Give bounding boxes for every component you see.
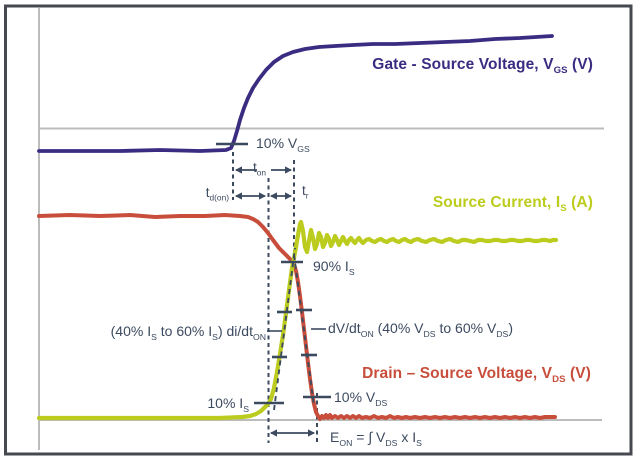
- source-current-label: Source Current, IS (A): [432, 194, 593, 215]
- t-on-label: ton: [253, 160, 267, 178]
- pct90-is-label: 90% IS: [313, 258, 355, 277]
- drain-source-voltage-label: Drain – Source Voltage, VDS (V): [362, 365, 591, 386]
- dvdt-label: dV/dtON (40% VDS to 60% VDS): [328, 320, 513, 339]
- pct10-vgs-label: 10% VGS: [256, 135, 310, 154]
- t-r-label: tr: [302, 183, 309, 201]
- didt-label: (40% IS to 60% IS) di/dtON: [110, 323, 266, 342]
- pct10-vds-label: 10% VDS: [334, 389, 388, 408]
- pct10-is-label: 10% IS: [207, 395, 249, 414]
- eon-label: EON = ∫ VDS x IS: [330, 429, 422, 448]
- t-d-on-label: td(on): [205, 185, 229, 203]
- gate-source-voltage-label: Gate - Source Voltage, VGS (V): [372, 56, 593, 77]
